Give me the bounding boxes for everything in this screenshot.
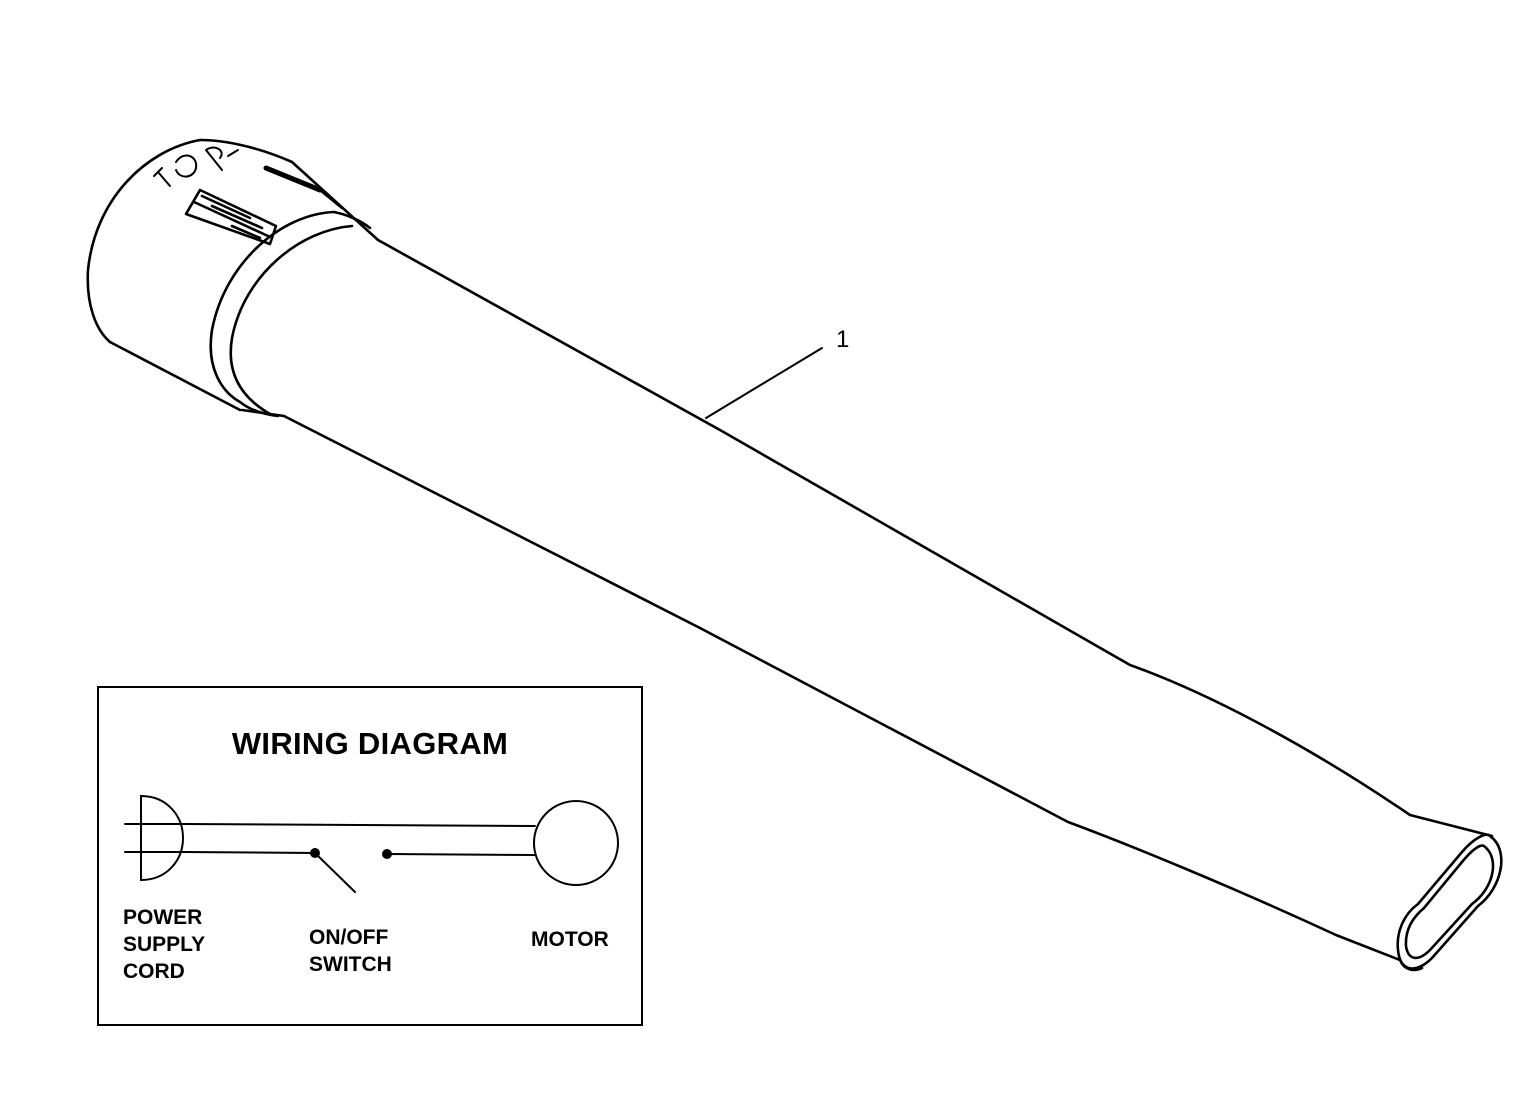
power-supply-cord-label: POWER SUPPLY CORD	[123, 906, 206, 983]
motor-label: MOTOR	[531, 928, 609, 951]
wire-bottom-right	[386, 853, 536, 856]
wire-bottom-left	[182, 851, 316, 854]
wiring-schematic	[124, 794, 619, 893]
callout-leader	[705, 347, 823, 419]
nozzle-opening	[1396, 833, 1503, 972]
collar-ring	[209, 210, 372, 418]
plug-symbol	[140, 794, 185, 882]
callout-number: 1	[836, 326, 850, 353]
switch-contact-left	[310, 848, 320, 858]
latch-button	[184, 165, 344, 246]
wiring-diagram-title: WIRING DIAGRAM	[231, 726, 509, 761]
wire-top	[182, 823, 536, 827]
top-emboss	[153, 146, 239, 187]
switch-arm	[314, 852, 356, 893]
wiring-diagram-box: WIRING DIAGRAM POWER SUPPLY CORD ON/OFF …	[97, 686, 643, 1026]
wand-tube	[282, 238, 1494, 962]
motor-symbol	[533, 800, 619, 886]
on-off-switch-label: ON/OFF SWITCH	[309, 926, 392, 976]
switch-contact-right	[382, 849, 392, 859]
